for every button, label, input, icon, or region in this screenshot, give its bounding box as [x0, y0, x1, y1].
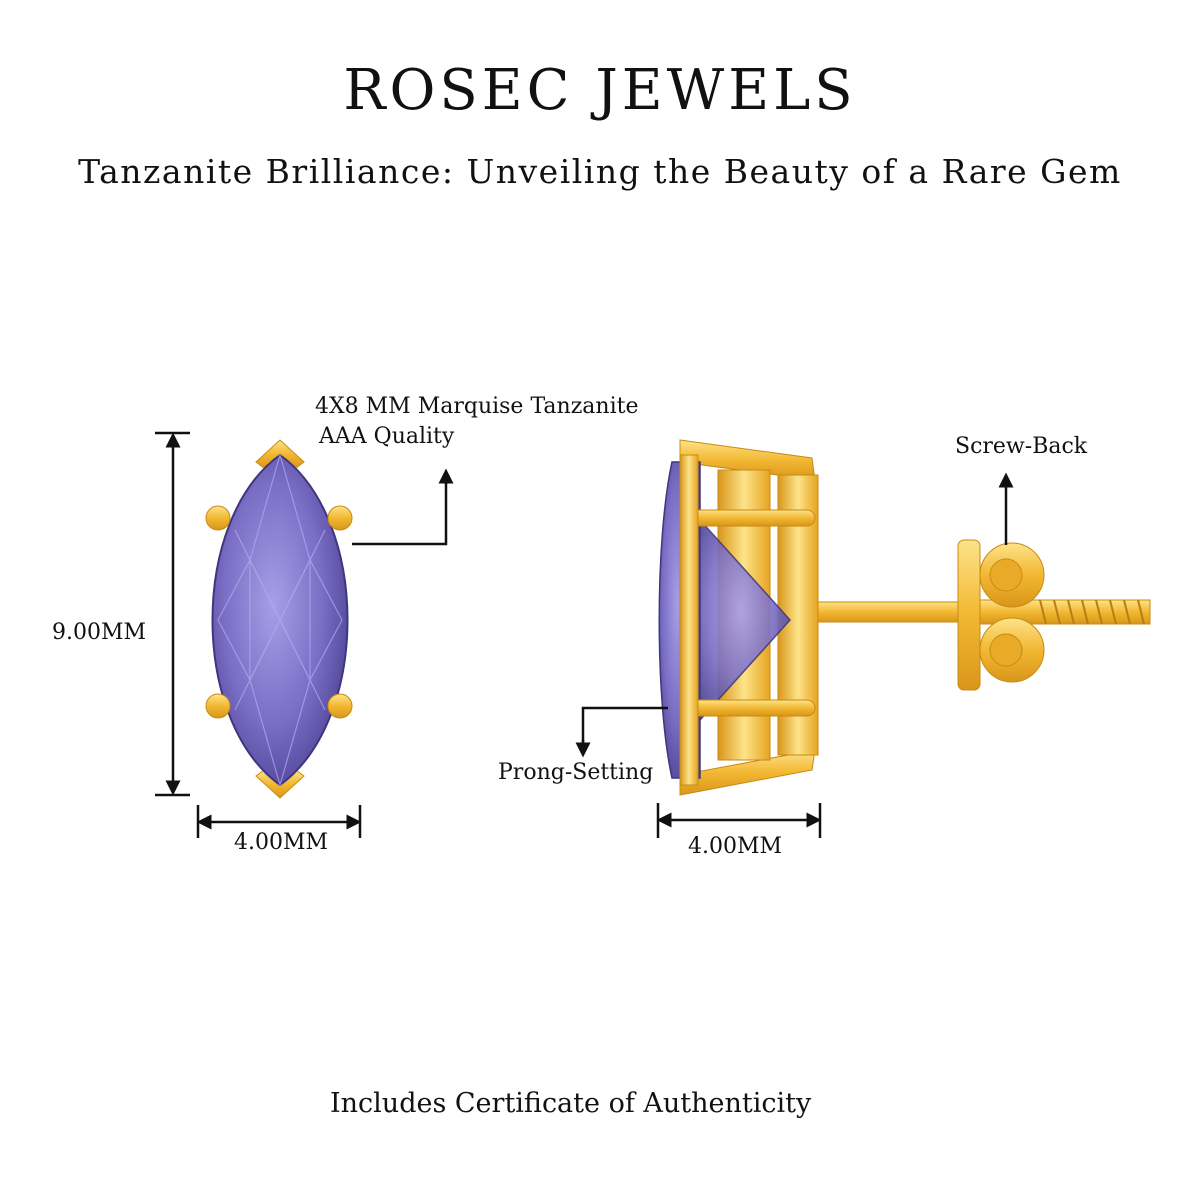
prong-setting-label: Prong-Setting: [498, 760, 654, 785]
brand-title: ROSEC JEWELS: [343, 58, 857, 123]
prong-bottom-right: [327, 693, 353, 719]
stone-callout-line: [352, 468, 454, 546]
side-view-earring: [658, 439, 1151, 796]
stone-label-line2: AAA Quality: [319, 424, 455, 449]
front-view-earring: [205, 439, 353, 799]
front-width-label: 4.00MM: [234, 830, 329, 855]
side-width-label: 4.00MM: [688, 834, 783, 859]
prong-top-left: [205, 505, 231, 531]
prong-bar-lower: [679, 699, 816, 717]
prong-bottom-left: [205, 693, 231, 719]
prong-bar-upper: [679, 509, 816, 527]
prong-setting-callout: [575, 706, 668, 758]
tagline: Tanzanite Brilliance: Unveiling the Beau…: [78, 152, 1122, 191]
front-height-label: 9.00MM: [52, 620, 147, 645]
earring-post: [817, 601, 964, 623]
front-width-dimension: [196, 805, 362, 838]
prong-top-right: [327, 505, 353, 531]
side-width-dimension: [656, 803, 822, 838]
gem-facets: [217, 452, 343, 788]
certificate-footer: Includes Certificate of Authenticity: [330, 1088, 812, 1119]
gem-pavilion: [699, 518, 792, 722]
screw-back-nut: [957, 539, 1045, 691]
screw-threads: [959, 599, 1151, 625]
front-height-dimension: [155, 431, 190, 797]
screw-back-label: Screw-Back: [955, 434, 1088, 459]
stone-label-line1: 4X8 MM Marquise Tanzanite: [315, 394, 639, 419]
